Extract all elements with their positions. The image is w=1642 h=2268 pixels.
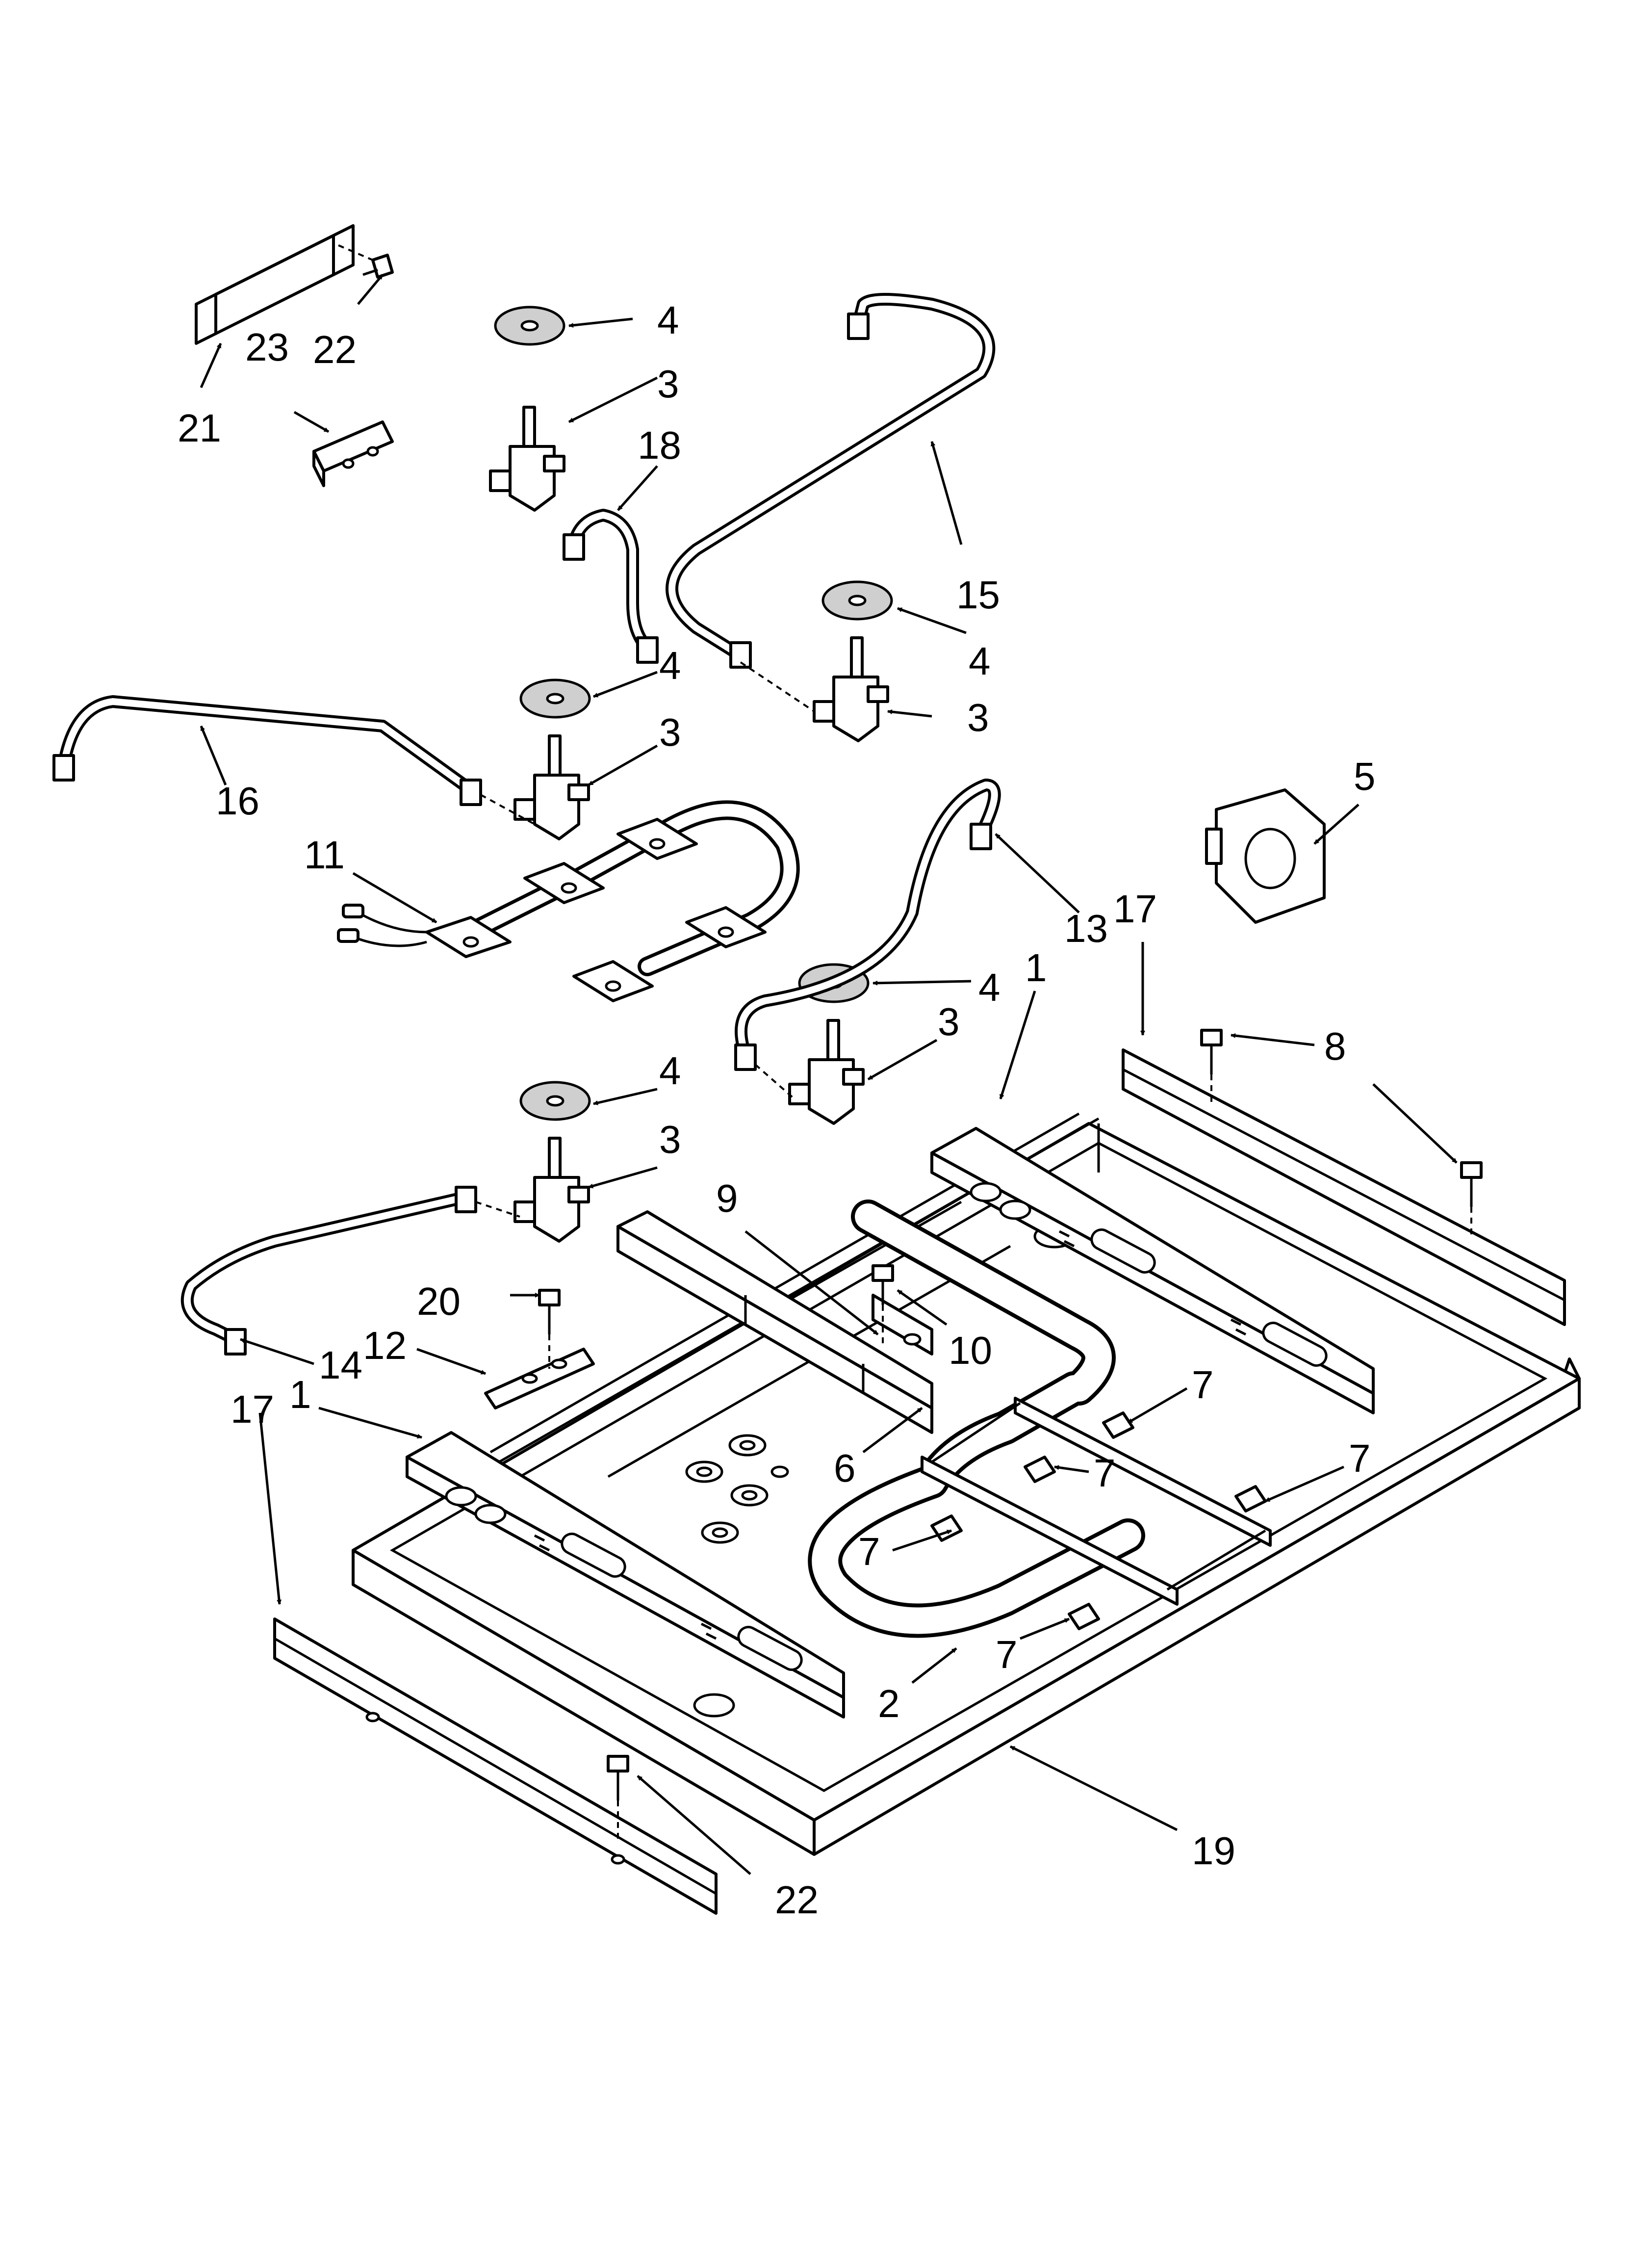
callout-19: 19 <box>1192 1829 1235 1873</box>
callout-8: 8 <box>1324 1024 1346 1068</box>
callout-4: 4 <box>978 965 1001 1009</box>
callout-3: 3 <box>659 710 681 754</box>
leader-lines <box>200 274 1458 1875</box>
callout-13: 13 <box>1064 907 1108 950</box>
callout-1: 1 <box>289 1373 311 1416</box>
callout-11: 11 <box>304 833 345 877</box>
callout-3: 3 <box>657 362 679 406</box>
callout-4: 4 <box>657 298 679 342</box>
screw-8b <box>1460 1161 1483 1207</box>
tube-16 <box>52 695 482 806</box>
burner-valve-2 <box>813 580 893 742</box>
callout-23: 23 <box>245 325 289 369</box>
bracket-10 <box>872 1294 933 1356</box>
screw-10 <box>872 1264 894 1305</box>
callout-18: 18 <box>638 423 681 467</box>
burner-valve-3 <box>513 678 591 840</box>
burner-valve-1 <box>489 306 565 512</box>
callout-3: 3 <box>938 1000 960 1043</box>
cross-bracket <box>616 1210 933 1434</box>
callout-4: 4 <box>969 639 991 683</box>
terminal-block-23 <box>312 420 394 487</box>
module-box-21 <box>195 224 355 345</box>
callout-7: 7 <box>996 1633 1018 1676</box>
screw-20 <box>538 1289 561 1334</box>
callout-17: 17 <box>1113 887 1157 931</box>
callout-1: 1 <box>1025 946 1047 990</box>
callout-3: 3 <box>659 1118 681 1161</box>
callout-2: 2 <box>878 1682 900 1725</box>
tube-18 <box>563 509 659 664</box>
screw-8a <box>1200 1029 1223 1074</box>
screw-22-top <box>362 254 394 279</box>
burner-bracket-right <box>930 1127 1375 1414</box>
tube-13 <box>734 779 1001 1071</box>
callout-4: 4 <box>659 1049 681 1093</box>
callout-16: 16 <box>216 779 259 823</box>
bracket-12 <box>484 1348 595 1409</box>
callout-14: 14 <box>319 1343 362 1387</box>
ignition-harness <box>337 800 800 1002</box>
callout-17: 17 <box>231 1387 274 1431</box>
callout-12: 12 <box>363 1324 407 1367</box>
callout-4: 4 <box>659 644 681 687</box>
base-pan <box>352 1112 1581 1856</box>
screw-22-bottom <box>607 1755 629 1800</box>
assembly-lines <box>338 244 1472 1840</box>
callout-15: 15 <box>956 573 1000 617</box>
callout-7: 7 <box>1094 1451 1116 1495</box>
callout-7: 7 <box>1349 1436 1371 1480</box>
callout-22: 22 <box>313 328 357 371</box>
gas-regulator <box>1205 788 1326 924</box>
screws-7 <box>930 1411 1267 1630</box>
tube-15 <box>666 293 996 669</box>
callout-10: 10 <box>949 1329 992 1372</box>
callout-9: 9 <box>716 1176 738 1220</box>
side-rail-right <box>1122 1048 1566 1326</box>
callout-7: 7 <box>1192 1363 1214 1407</box>
callout-6: 6 <box>834 1446 856 1490</box>
callout-21: 21 <box>178 406 221 450</box>
callout-labels: 21 22 23 4 3 18 15 4 3 4 3 16 11 13 5 17… <box>178 298 1376 1922</box>
u-burner <box>808 1199 1272 1638</box>
tube-14 <box>180 1186 477 1356</box>
side-rail-left <box>273 1617 718 1915</box>
callout-3: 3 <box>967 696 989 739</box>
burner-valve-5 <box>513 1081 591 1243</box>
callout-22: 22 <box>775 1878 819 1922</box>
callout-7: 7 <box>858 1530 880 1573</box>
callout-20: 20 <box>417 1279 461 1323</box>
callout-5: 5 <box>1354 755 1376 798</box>
burner-bracket-left <box>406 1431 845 1719</box>
